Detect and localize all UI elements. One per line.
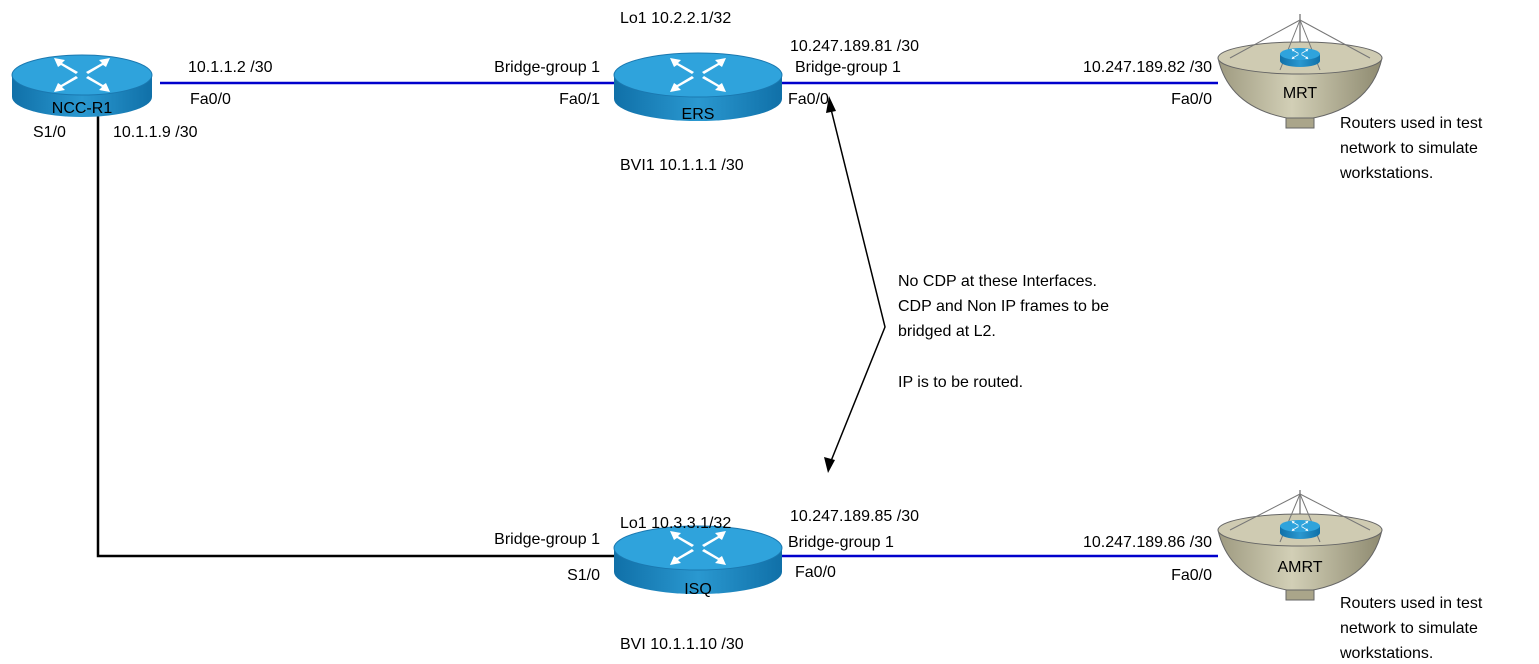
label-mrt-ip: 10.247.189.82 /30 — [1083, 59, 1212, 76]
label-isq-right-ip: 10.247.189.85 /30 — [790, 508, 919, 525]
router-ncc-r1[interactable] — [11, 54, 153, 117]
side-note-top-line-2: network to simulate — [1340, 140, 1478, 157]
note-line-3: bridged at L2. — [898, 323, 996, 340]
label-ncc-fa00-ip: 10.1.1.2 /30 — [188, 59, 273, 76]
label-isq-bvi: BVI 10.1.1.10 /30 — [620, 636, 744, 653]
label-isq-s10: S1/0 — [567, 567, 600, 584]
label-amrt-ip: 10.247.189.86 /30 — [1083, 534, 1212, 551]
side-note-bottom: Routers used in test network to simulate… — [1339, 595, 1483, 662]
label-ers-bg-left: Bridge-group 1 — [494, 59, 600, 76]
note-line-4: IP is to be routed. — [898, 374, 1023, 391]
device-name-ers: ERS — [682, 106, 715, 123]
note-line-1: No CDP at these Interfaces. — [898, 273, 1097, 290]
label-ncc-s10: S1/0 — [33, 124, 66, 141]
router-isq[interactable] — [613, 525, 783, 594]
note-cdp: No CDP at these Interfaces. CDP and Non … — [898, 273, 1109, 391]
label-ers-fa01: Fa0/1 — [559, 91, 600, 108]
annotation-arrow — [824, 96, 886, 473]
note-line-2: CDP and Non IP frames to be — [898, 298, 1109, 315]
label-ers-bg-right: Bridge-group 1 — [795, 59, 901, 76]
label-mrt-fa00: Fa0/0 — [1171, 91, 1212, 108]
side-note-bottom-line-2: network to simulate — [1340, 620, 1478, 637]
router-ers[interactable] — [613, 52, 783, 121]
device-name-mrt: MRT — [1283, 85, 1318, 102]
label-ncc-fa00: Fa0/0 — [190, 91, 231, 108]
links — [96, 81, 1218, 558]
device-name-ncc-r1: NCC-R1 — [52, 100, 113, 117]
satellite-router-mrt[interactable] — [1217, 14, 1383, 129]
label-ncc-s10-ip: 10.1.1.9 /30 — [113, 124, 198, 141]
label-isq-bg-right: Bridge-group 1 — [788, 534, 894, 551]
label-ers-bvi: BVI1 10.1.1.1 /30 — [620, 157, 744, 174]
label-ers-lo1: Lo1 10.2.2.1/32 — [620, 10, 731, 27]
side-note-top-line-1: Routers used in test — [1340, 115, 1483, 132]
label-amrt-fa00: Fa0/0 — [1171, 567, 1212, 584]
side-note-bottom-line-3: workstations. — [1339, 645, 1433, 662]
label-isq-bg-left: Bridge-group 1 — [494, 531, 600, 548]
label-isq-lo1: Lo1 10.3.3.1/32 — [620, 515, 731, 532]
satellite-router-amrt[interactable] — [1217, 490, 1383, 601]
label-ers-right-ip: 10.247.189.81 /30 — [790, 38, 919, 55]
label-ers-fa00: Fa0/0 — [788, 91, 829, 108]
side-note-top-line-3: workstations. — [1339, 165, 1433, 182]
side-note-bottom-line-1: Routers used in test — [1340, 595, 1483, 612]
device-name-isq: ISQ — [684, 581, 712, 598]
link-ncc-isq-serial — [96, 110, 615, 558]
label-isq-fa00: Fa0/0 — [795, 564, 836, 581]
device-name-amrt: AMRT — [1277, 559, 1322, 576]
side-note-top: Routers used in test network to simulate… — [1339, 115, 1483, 182]
